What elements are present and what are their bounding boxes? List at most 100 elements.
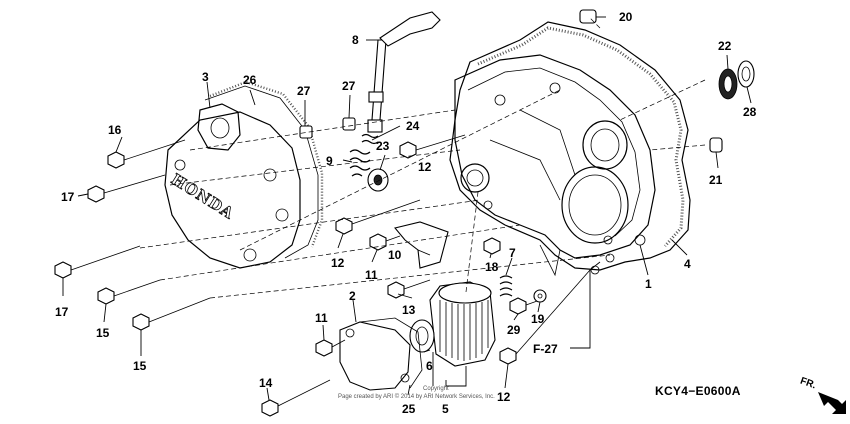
oil-seal-28-inner xyxy=(741,66,751,82)
callout-8[interactable]: 8 xyxy=(352,33,359,47)
callout-20[interactable]: 20 xyxy=(619,10,633,24)
side-cover-bolt-boss xyxy=(275,208,289,222)
callout-16[interactable]: 16 xyxy=(108,123,122,137)
dowel-20 xyxy=(579,9,597,24)
callout-12-left[interactable]: 12 xyxy=(331,256,345,270)
callout-2[interactable]: 2 xyxy=(349,289,356,303)
copyright-watermark: Copyright xyxy=(423,386,449,392)
dowel-21 xyxy=(709,137,723,153)
washer-19-hole xyxy=(537,293,543,299)
filter-cover-boss xyxy=(345,328,355,338)
callout-13[interactable]: 13 xyxy=(402,303,416,317)
cover-rib xyxy=(539,244,561,277)
callout-7[interactable]: 7 xyxy=(509,246,516,260)
side-cover-hub-boss xyxy=(210,117,230,139)
cover-gasket-dotted xyxy=(477,26,685,247)
spindle-arm-lever xyxy=(379,11,441,47)
callout-15-lower[interactable]: 15 xyxy=(133,359,147,373)
callout-17-lower[interactable]: 17 xyxy=(55,305,69,319)
bolt-13 xyxy=(387,281,405,299)
spindle-collar xyxy=(368,91,384,103)
cover-gasket-outline xyxy=(449,21,691,271)
oil-seal-22-inner xyxy=(723,75,733,93)
bolt-14 xyxy=(261,399,279,417)
bolt-12-left xyxy=(335,217,353,235)
cover-rib xyxy=(489,139,561,201)
bolt-16 xyxy=(107,151,125,169)
side-cover-gasket xyxy=(204,85,319,259)
cover-filter-port-inner xyxy=(466,169,484,187)
callout-24[interactable]: 24 xyxy=(406,119,420,133)
bolt-17-lower xyxy=(54,261,72,279)
section-reference[interactable]: F-27 xyxy=(533,342,558,356)
callout-1[interactable]: 1 xyxy=(645,277,652,291)
callout-4[interactable]: 4 xyxy=(684,257,691,271)
filter-cover-boss xyxy=(400,373,410,383)
callout-25[interactable]: 25 xyxy=(402,402,416,416)
callout-6[interactable]: 6 xyxy=(426,359,433,373)
callout-5[interactable]: 5 xyxy=(442,402,449,416)
callout-26[interactable]: 26 xyxy=(243,73,257,87)
callout-28[interactable]: 28 xyxy=(743,105,757,119)
bolt-11-left xyxy=(369,233,387,251)
front-direction-arrow-icon xyxy=(818,392,846,414)
spring-9 xyxy=(349,149,371,177)
callout-9[interactable]: 9 xyxy=(326,154,333,168)
callout-18[interactable]: 18 xyxy=(485,260,499,274)
crankcase-cover xyxy=(449,21,691,277)
callout-10[interactable]: 10 xyxy=(388,248,402,262)
bolt-18 xyxy=(483,237,501,255)
callout-17-upper[interactable]: 17 xyxy=(61,190,75,204)
callout-27-left[interactable]: 27 xyxy=(297,84,311,98)
oil-seal-28 xyxy=(737,60,755,88)
oil-filter-pleats xyxy=(439,300,489,361)
washer-19 xyxy=(533,289,547,303)
bolt-17-upper xyxy=(87,185,105,203)
spring-24 xyxy=(361,133,379,145)
bolt-15-upper xyxy=(97,287,115,305)
callout-19[interactable]: 19 xyxy=(531,312,545,326)
spindle-arm xyxy=(367,11,441,133)
callout-12-lower[interactable]: 12 xyxy=(497,390,511,404)
callout-15-upper[interactable]: 15 xyxy=(96,326,110,340)
o-ring-6 xyxy=(409,319,435,353)
side-cover xyxy=(164,80,324,269)
filter-cover-gasket xyxy=(359,317,423,389)
callout-21[interactable]: 21 xyxy=(709,173,723,187)
callout-29[interactable]: 29 xyxy=(507,323,521,337)
callout-12-upper[interactable]: 12 xyxy=(418,160,432,174)
cover-bolt-boss xyxy=(634,234,646,246)
callout-23[interactable]: 23 xyxy=(376,139,390,153)
spindle-shaft xyxy=(371,39,387,121)
bolt-29 xyxy=(509,297,527,315)
cover-bolt-boss xyxy=(605,253,615,263)
cover-upper-boss xyxy=(582,120,628,170)
side-cover-bolt-boss xyxy=(174,159,186,171)
bolts xyxy=(54,134,591,417)
callout-22[interactable]: 22 xyxy=(718,39,732,53)
cover-inner-rim xyxy=(467,67,641,237)
collar-27a xyxy=(299,125,313,139)
cover-bolt-boss xyxy=(494,94,506,106)
cover-large-bore-inner xyxy=(568,174,622,236)
cover-bolt-boss xyxy=(549,82,561,94)
callout-11-left[interactable]: 11 xyxy=(365,268,378,282)
cover-body xyxy=(454,54,656,259)
spring-7 xyxy=(499,275,513,297)
callout-11-lower[interactable]: 11 xyxy=(315,311,328,325)
cover-bolt-boss xyxy=(483,200,493,210)
bolt-15-lower xyxy=(132,313,150,331)
filter-cover-body xyxy=(339,321,411,391)
diagram-code: KCY4−E0600A xyxy=(655,384,741,398)
filter-cover xyxy=(339,317,423,391)
copyright-watermark-line2: Page created by ARI © 2014 by ARI Networ… xyxy=(338,394,495,400)
side-cover-hub xyxy=(197,103,241,151)
callout-3[interactable]: 3 xyxy=(202,70,209,84)
o-ring-6-inner xyxy=(415,326,429,346)
cover-bolt-boss xyxy=(603,235,613,245)
side-cover-bolt-boss xyxy=(263,168,277,182)
callout-27-right[interactable]: 27 xyxy=(342,79,356,93)
leader-lines xyxy=(62,16,752,401)
oil-filter xyxy=(429,281,496,367)
callout-14[interactable]: 14 xyxy=(259,376,273,390)
